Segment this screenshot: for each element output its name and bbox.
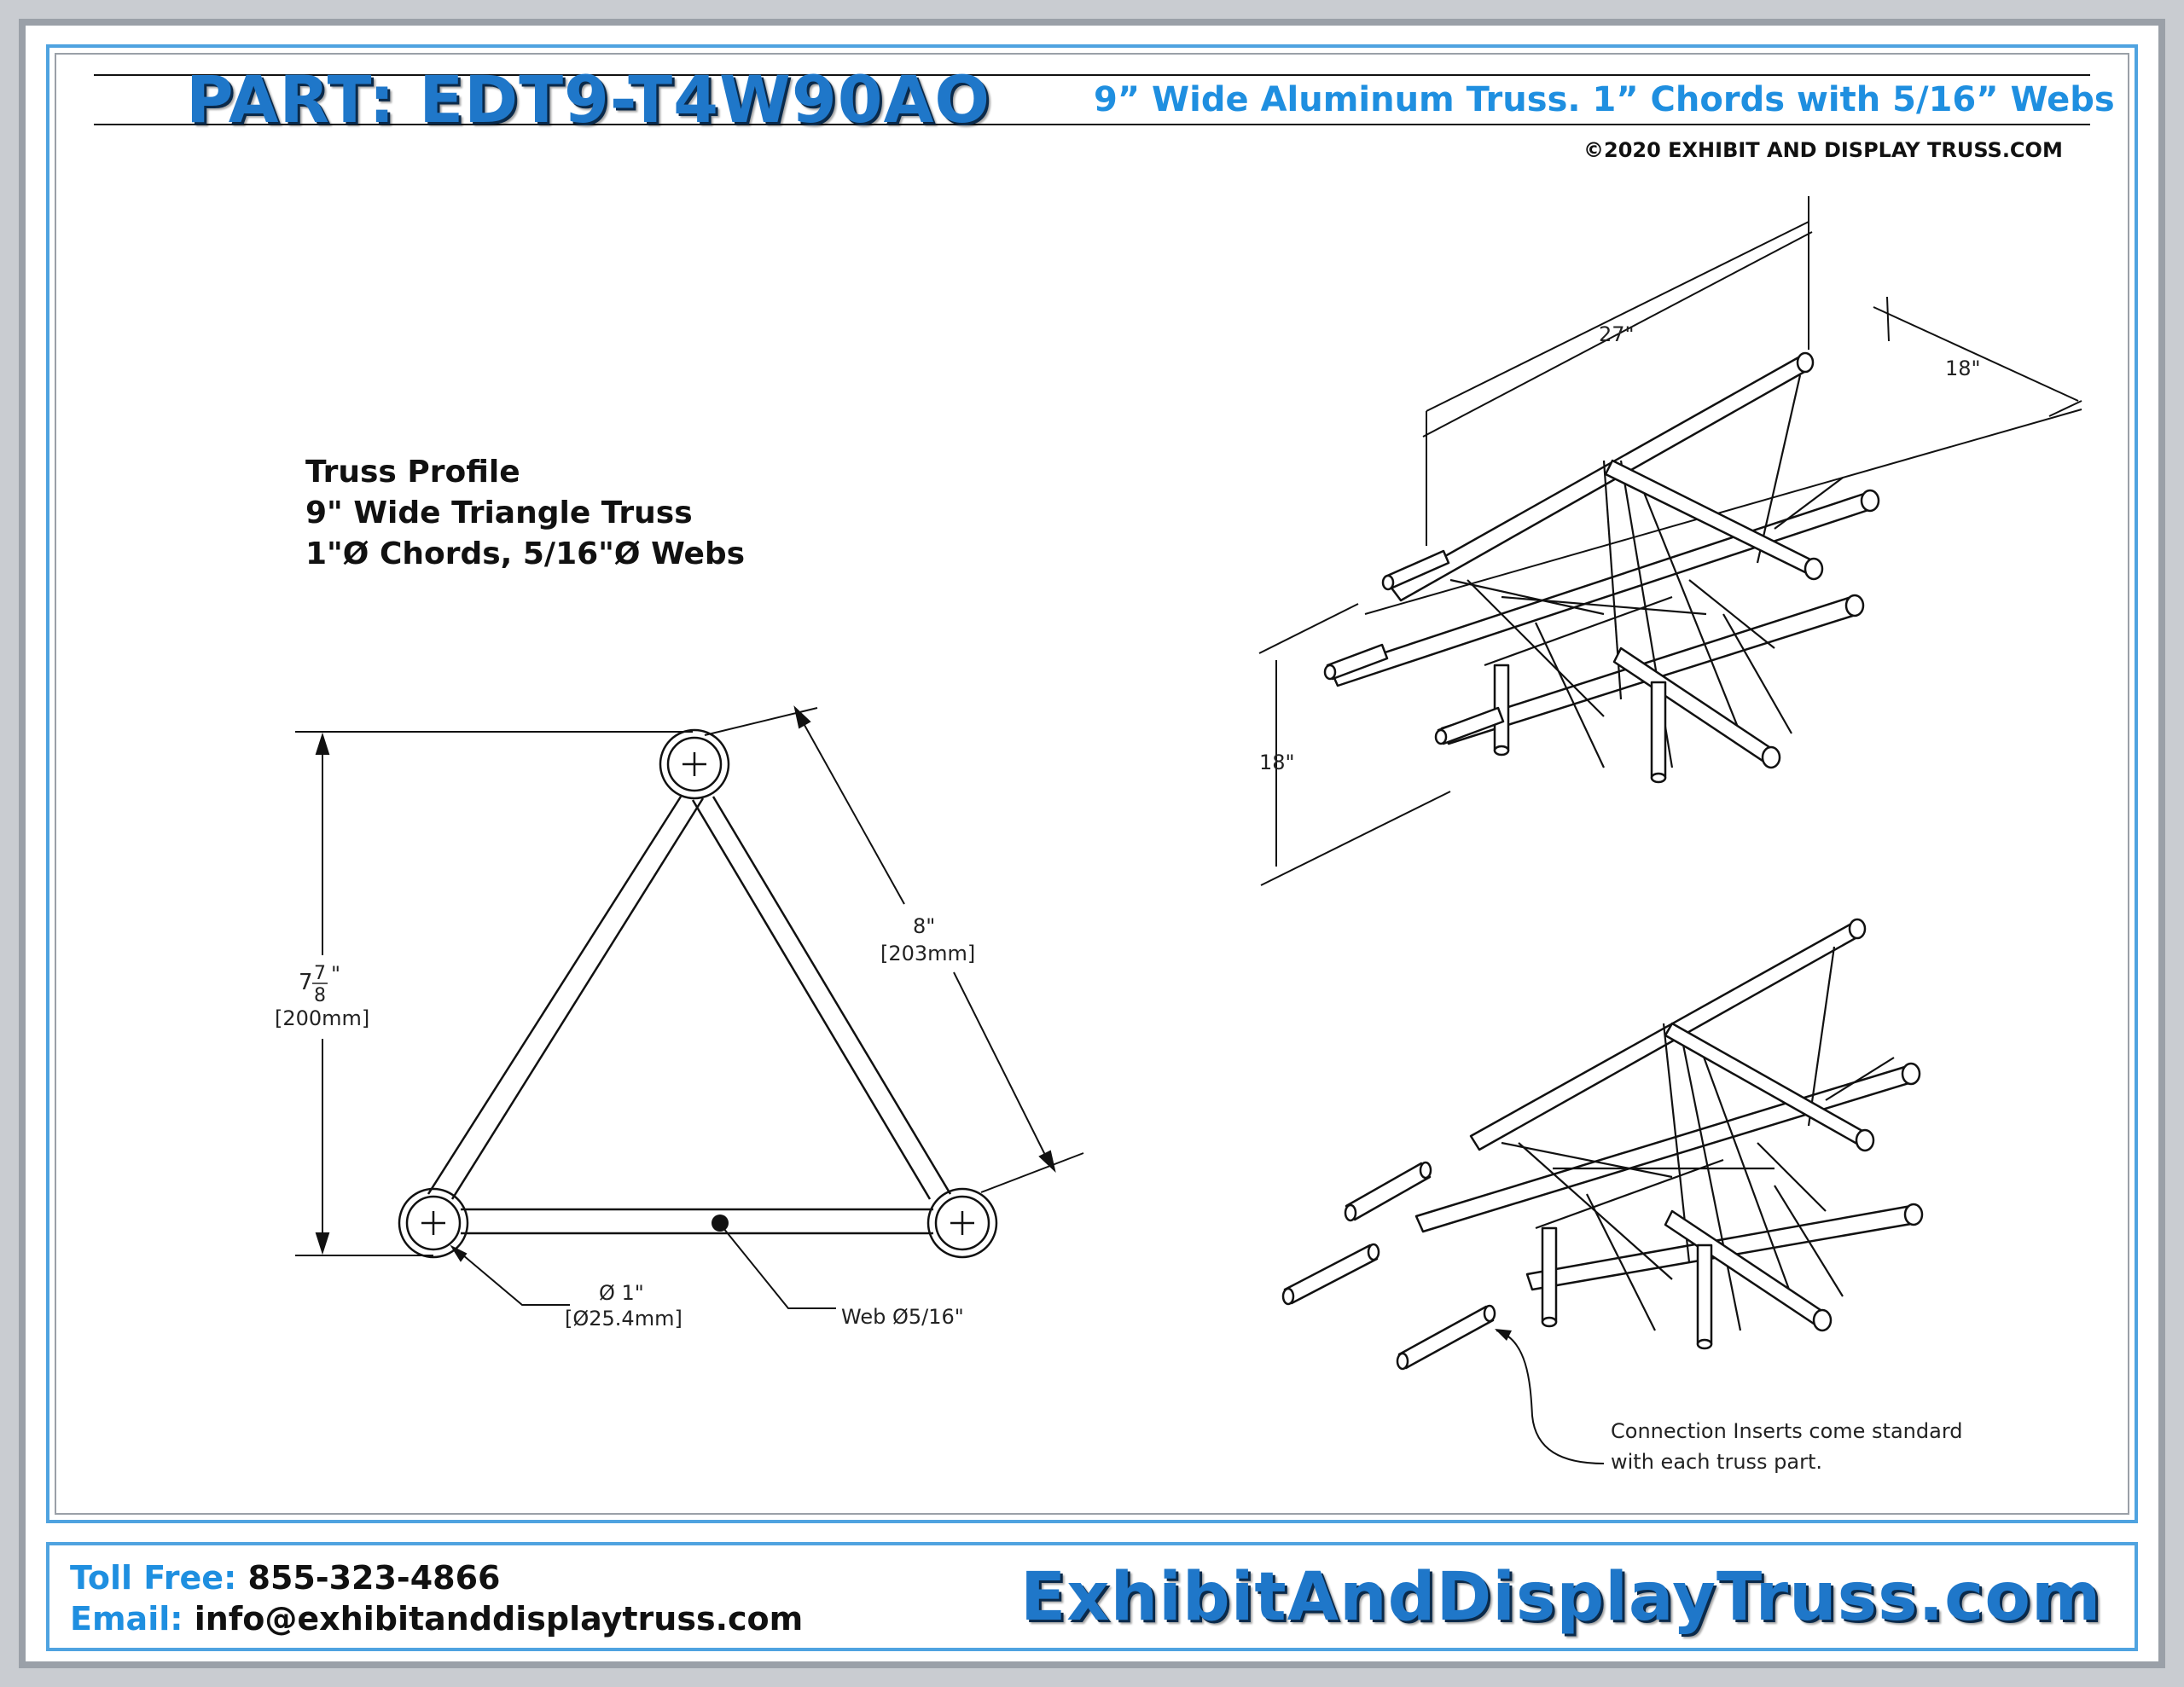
copyright-notice: ©2020 EXHIBIT AND DISPLAY TRUSS.COM xyxy=(1583,138,2063,162)
profile-width: 9" Wide Triangle Truss xyxy=(305,496,693,530)
part-subtitle: 9” Wide Aluminum Truss. 1” Chords with 5… xyxy=(1094,80,2115,119)
inner-frame xyxy=(19,19,2165,1668)
height-unit: " xyxy=(331,962,340,986)
website-logo-text[interactable]: ExhibitAndDisplayTruss.com xyxy=(1020,1559,2102,1636)
height-whole: 7 xyxy=(299,970,313,995)
drawing-sheet-border xyxy=(55,53,2129,1515)
left-chord xyxy=(398,1187,469,1259)
exp-leg-1 xyxy=(1541,1226,1558,1328)
top-chord xyxy=(659,728,730,800)
profile-description: Truss Profile 9" Wide Triangle Truss 1"Ø… xyxy=(305,452,745,575)
iso-chord-top xyxy=(1389,351,1815,602)
toll-free-label: Toll Free: xyxy=(70,1559,237,1597)
web-section-dot xyxy=(712,1215,729,1232)
height-den: 8 xyxy=(314,985,326,1006)
profile-right-web xyxy=(691,796,952,1200)
exp-arm-front xyxy=(1664,1209,1833,1332)
web-diameter-label: Web Ø5/16" xyxy=(841,1305,964,1329)
toll-free-number[interactable]: 855-323-4866 xyxy=(247,1559,501,1597)
profile-bottom-web xyxy=(461,1208,933,1235)
note-line-1: Connection Inserts come standard xyxy=(1611,1419,1963,1443)
loose-insert-1 xyxy=(1344,1161,1432,1222)
part-title: PART: EDT9-T4W90AO xyxy=(186,61,991,137)
drawing-sheet xyxy=(46,44,2138,1523)
dimension-length: 27" xyxy=(1599,322,1635,346)
side-dimension-in: 8" xyxy=(913,914,935,938)
note-line-2: with each truss part. xyxy=(1611,1450,1822,1474)
exp-leg-2 xyxy=(1696,1244,1713,1350)
chord-diameter-mm: [Ø25.4mm] xyxy=(565,1307,682,1330)
iso-insert-1 xyxy=(1381,549,1450,591)
note-leader xyxy=(1496,1330,1605,1464)
iso-arm-front xyxy=(1612,646,1781,769)
chord-diameter-in: Ø 1" xyxy=(599,1281,644,1305)
height-num: 7 xyxy=(314,963,326,984)
iso-leg-2 xyxy=(1650,681,1667,784)
iso-arm-right xyxy=(1604,459,1824,581)
email-label: Email: xyxy=(70,1600,183,1638)
iso-webs xyxy=(1449,374,1844,768)
profile-left-web xyxy=(427,796,705,1200)
footer-bar xyxy=(46,1542,2138,1651)
exp-chord-mid xyxy=(1414,1062,1921,1233)
iso-chord-mid xyxy=(1329,489,1880,687)
loose-insert-3 xyxy=(1396,1304,1496,1371)
right-chord xyxy=(926,1187,998,1259)
dimension-height: 18" xyxy=(1259,751,1295,774)
iso-insert-2 xyxy=(1323,643,1389,681)
email-address[interactable]: info@exhibitanddisplaytruss.com xyxy=(194,1600,804,1638)
dimension-width: 18" xyxy=(1945,357,1981,380)
iso-insert-3 xyxy=(1434,706,1505,745)
profile-heading: Truss Profile xyxy=(305,455,520,490)
exp-arm-right xyxy=(1664,1022,1875,1152)
contact-info: Toll Free: 855-323-4866 Email: info@exhi… xyxy=(70,1557,803,1639)
side-dimension-mm: [203mm] xyxy=(880,942,975,965)
loose-insert-2 xyxy=(1281,1243,1380,1306)
height-mm: [200mm] xyxy=(275,1006,369,1030)
profile-specs: 1"Ø Chords, 5/16"Ø Webs xyxy=(305,536,746,571)
